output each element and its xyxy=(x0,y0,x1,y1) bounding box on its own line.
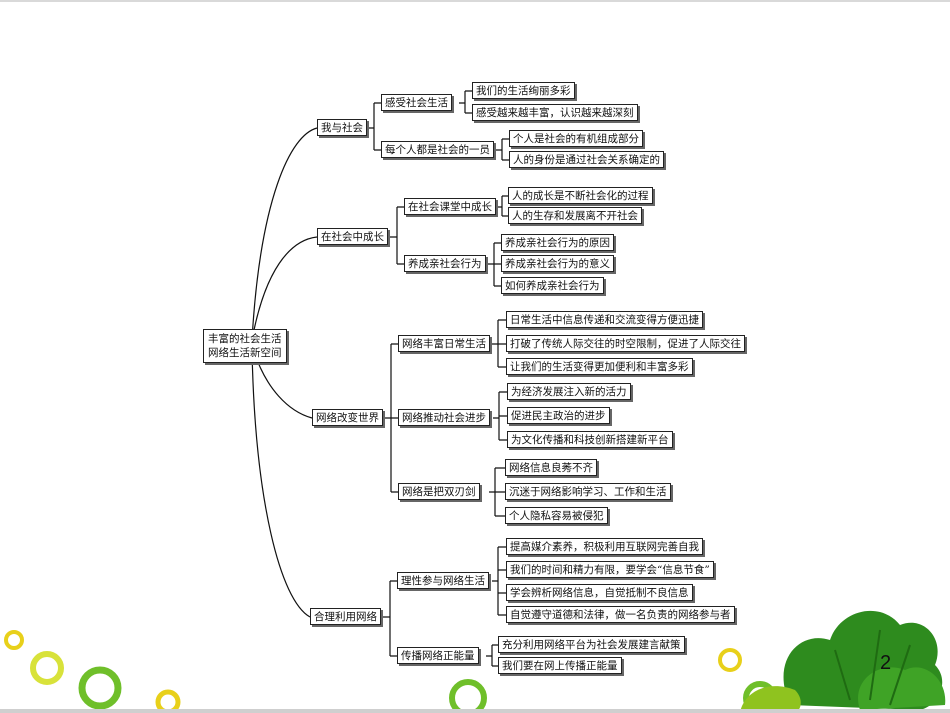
node-l3-item: 我们的时间和精力有限，要学会“信息节食” xyxy=(506,561,714,578)
node-l3-item: 人的生存和发展离不开社会 xyxy=(508,207,642,224)
node-l3-item: 感受越来越丰富，认识越来越深刻 xyxy=(472,104,638,121)
node-l3-item: 沉迷于网络影响学习、工作和生活 xyxy=(505,483,671,500)
node-l3-item: 让我们的生活变得更加便利和丰富多彩 xyxy=(506,358,693,375)
node-l3-item: 个人是社会的有机组成部分 xyxy=(509,130,643,147)
node-l3-item: 学会辨析网络信息，自觉抵制不良信息 xyxy=(506,584,693,601)
node-l1-grow-in-society: 在社会中成长 xyxy=(317,228,388,245)
node-l2-prosocial-behavior: 养成亲社会行为 xyxy=(404,255,486,272)
node-l3-item: 我们要在网上传播正能量 xyxy=(498,657,622,674)
root-node: 丰富的社会生活 网络生活新空间 xyxy=(203,329,287,363)
root-line-1: 丰富的社会生活 xyxy=(208,333,282,345)
page-number: 2 xyxy=(880,652,892,674)
node-l1-network-changes-world: 网络改变世界 xyxy=(312,409,383,426)
node-l2-member-of-society: 每个人都是社会的一员 xyxy=(381,141,494,158)
top-border xyxy=(0,0,950,2)
node-l3-item: 提高媒介素养，积极利用互联网完善自我 xyxy=(506,538,703,555)
node-l3-item: 日常生活中信息传递和交流变得方便迅捷 xyxy=(506,311,703,328)
node-l2-rational-participation: 理性参与网络生活 xyxy=(397,572,489,589)
node-l2-social-classroom: 在社会课堂中成长 xyxy=(404,198,496,215)
node-l3-item: 人的身份是通过社会关系确定的 xyxy=(509,151,664,168)
node-l1-me-and-society: 我与社会 xyxy=(317,119,367,136)
node-l3-item: 充分利用网络平台为社会发展建言献策 xyxy=(498,636,685,653)
node-l3-item: 人的成长是不断社会化的过程 xyxy=(508,187,653,204)
node-l3-item: 养成亲社会行为的意义 xyxy=(501,255,614,272)
node-l3-item: 我们的生活绚丽多彩 xyxy=(472,82,575,99)
node-l3-item: 如何养成亲社会行为 xyxy=(501,277,604,294)
root-line-2: 网络生活新空间 xyxy=(208,347,282,359)
node-l2-feel-social-life: 感受社会生活 xyxy=(381,94,452,111)
node-l2-promote-progress: 网络推动社会进步 xyxy=(398,409,490,426)
node-l2-positive-energy: 传播网络正能量 xyxy=(397,647,479,664)
node-l1-use-network-wisely: 合理利用网络 xyxy=(310,608,381,625)
node-l3-item: 个人隐私容易被侵犯 xyxy=(505,507,608,524)
node-l3-item: 为经济发展注入新的活力 xyxy=(507,383,631,400)
node-l3-item: 网络信息良莠不齐 xyxy=(505,459,597,476)
node-l3-item: 为文化传播和科技创新搭建新平台 xyxy=(507,431,673,448)
node-l2-double-edged-sword: 网络是把双刃剑 xyxy=(398,483,480,500)
node-l3-item: 养成亲社会行为的原因 xyxy=(501,234,614,251)
node-l3-item: 促进民主政治的进步 xyxy=(507,407,610,424)
node-l3-item: 自觉遵守道德和法律，做一名负责的网络参与者 xyxy=(506,606,735,623)
node-l3-item: 打破了传统人际交往的时空限制，促进了人际交往 xyxy=(506,335,745,352)
bottom-border xyxy=(0,709,950,713)
node-l2-enrich-daily-life: 网络丰富日常生活 xyxy=(398,335,490,352)
